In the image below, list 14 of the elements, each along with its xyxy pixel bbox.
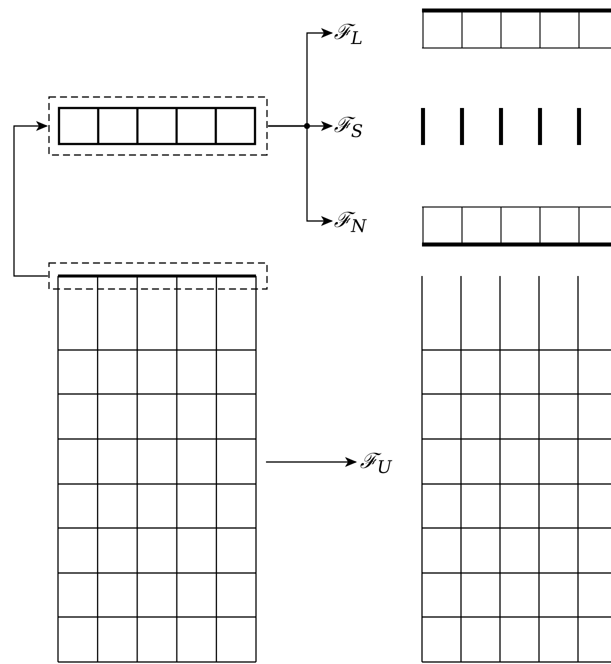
cell-row-drawing <box>421 206 611 247</box>
arrow <box>13 121 48 277</box>
dashed-selection-box <box>48 262 268 290</box>
grid-drawing <box>57 274 258 664</box>
math-label: ℱ$_{S}$ <box>334 113 363 144</box>
grid-drawing <box>421 276 611 664</box>
dashed-selection-box <box>48 96 268 156</box>
cell-row-drawing <box>421 8 611 49</box>
cell-row-drawing <box>58 107 256 145</box>
arrow <box>268 125 333 226</box>
math-label: ℱ$_{N}$ <box>334 208 366 240</box>
math-label: ℱ$_{L}$ <box>334 20 363 52</box>
arrow <box>266 457 357 467</box>
math-label: ℱ$_{U}$ <box>360 449 392 480</box>
